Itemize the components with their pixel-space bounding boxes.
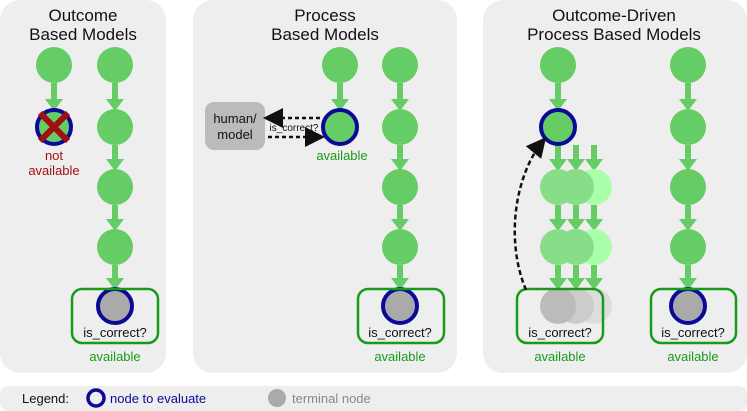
arrow-head [585, 278, 603, 290]
terminal-node-icon [268, 389, 286, 407]
arrow-head [549, 99, 567, 111]
node [382, 169, 418, 205]
arrow-head [679, 219, 697, 231]
available-label: available [667, 349, 718, 364]
not-available-label: not [45, 148, 63, 163]
query-label: is_correct? [270, 123, 319, 134]
arrow-head [549, 159, 567, 171]
node [670, 169, 706, 205]
arrow-head [585, 159, 603, 171]
evaluator-box [205, 102, 265, 150]
not-available-label: available [28, 163, 79, 178]
terminal-box [356, 287, 446, 345]
rollout-node [540, 169, 576, 205]
legend-bar [0, 386, 747, 411]
node [97, 229, 133, 265]
node [97, 109, 133, 145]
arrow-head [391, 219, 409, 231]
node [670, 47, 706, 83]
evaluator-label: model [217, 127, 253, 142]
evaluate-node [321, 108, 359, 146]
terminal-label: is_correct? [368, 325, 432, 340]
arrow-head [106, 278, 124, 290]
cross-icon [37, 110, 71, 144]
node [670, 109, 706, 145]
available-label: available [89, 349, 140, 364]
panel-outcome-driven [483, 0, 747, 373]
panel-title: Process [294, 6, 355, 25]
arrow-head [549, 278, 567, 290]
node [670, 229, 706, 265]
legend-title: Legend: [22, 391, 69, 406]
panel-process [193, 0, 457, 373]
panel-outcome [0, 0, 166, 373]
node [97, 169, 133, 205]
terminal-node [96, 287, 134, 325]
panel-title: Outcome-Driven [552, 6, 676, 25]
node [97, 47, 133, 83]
arrow-head [106, 219, 124, 231]
evaluate-ring-icon [86, 388, 106, 408]
panel-title: Based Models [271, 25, 379, 44]
node [382, 229, 418, 265]
rollout-terminal-node [540, 288, 576, 324]
available-label: available [534, 349, 585, 364]
terminal-node [381, 287, 419, 325]
terminal-box [649, 287, 738, 345]
terminal-label: is_correct? [528, 325, 592, 340]
arrow-head [106, 99, 124, 111]
arrow-head [106, 159, 124, 171]
node [540, 47, 576, 83]
legend-evaluate-label: node to evaluate [110, 391, 206, 406]
arrow-head [679, 99, 697, 111]
terminal-node [669, 287, 707, 325]
terminal-box [70, 287, 160, 345]
arrow-head [679, 159, 697, 171]
evaluator-label: human/ [213, 111, 257, 126]
legend-terminal-label: terminal node [292, 391, 371, 406]
arrow-head [585, 219, 603, 231]
arrow-head [391, 278, 409, 290]
evaluate-node [539, 108, 577, 146]
dashed-feedback-arrow [513, 137, 547, 291]
terminal-box [515, 287, 605, 345]
arrow-head [391, 159, 409, 171]
arrow-head [567, 219, 585, 231]
rollout-node [540, 229, 576, 265]
node [36, 47, 72, 83]
panel-title: Based Models [29, 25, 137, 44]
arrow-head [567, 159, 585, 171]
node [382, 47, 418, 83]
panel-title: Outcome [49, 6, 118, 25]
available-label: available [374, 349, 425, 364]
arrow-head [391, 99, 409, 111]
arrow-head [331, 99, 349, 111]
available-label: available [316, 148, 367, 163]
arrow-head [567, 278, 585, 290]
terminal-label: is_correct? [83, 325, 147, 340]
panel-title: Process Based Models [527, 25, 701, 44]
terminal-label: is_correct? [661, 325, 725, 340]
arrow-head [679, 278, 697, 290]
node [322, 47, 358, 83]
arrow-head [549, 219, 567, 231]
arrow-head [45, 99, 63, 111]
node [382, 109, 418, 145]
